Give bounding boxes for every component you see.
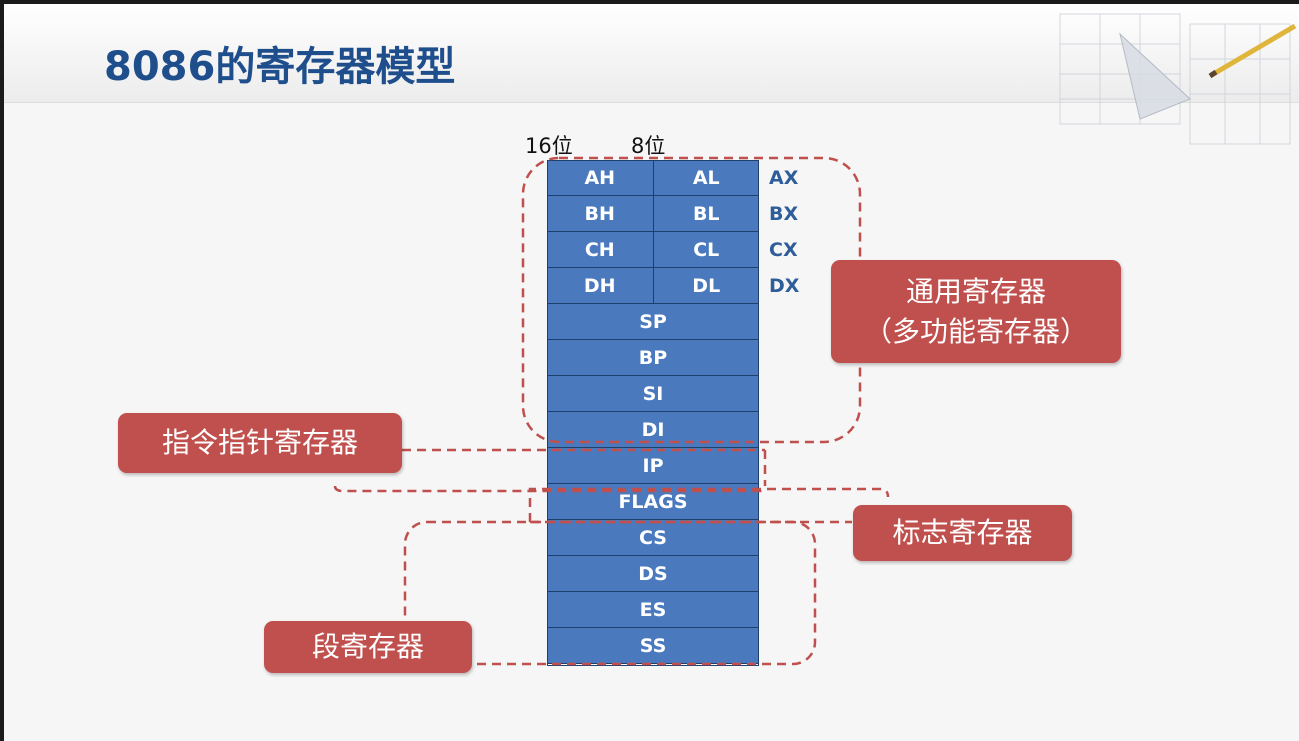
register-row-sp: SP	[547, 304, 759, 340]
callout-general-line1: 通用寄存器	[905, 274, 1046, 308]
register-di: DI	[547, 412, 759, 447]
register-si: SI	[547, 376, 759, 411]
slide-header-band	[4, 4, 1299, 103]
pair-label-ax: AX	[769, 167, 799, 189]
register-row-ip: IP	[547, 448, 759, 484]
register-cl: CL	[652, 232, 759, 267]
register-bl: BL	[652, 196, 759, 231]
callout-flags-register: 标志寄存器	[853, 505, 1072, 561]
register-row-cx: CH CL	[547, 232, 759, 268]
pair-label-dx: DX	[769, 275, 800, 297]
pair-label-bx: BX	[769, 203, 799, 225]
drafting-tools-decoration	[1059, 13, 1297, 145]
register-table: AH AL BH BL CH CL DH DL SP BP SI DI IP F…	[547, 160, 759, 664]
window-frame-top	[0, 0, 1299, 4]
register-bp: BP	[547, 340, 759, 375]
register-ss: SS	[547, 628, 759, 663]
register-row-bp: BP	[547, 340, 759, 376]
register-dh: DH	[547, 268, 653, 303]
register-row-si: SI	[547, 376, 759, 412]
page-title: 8086的寄存器模型	[104, 44, 456, 90]
register-es: ES	[547, 592, 759, 627]
label-8bit: 8位	[631, 134, 666, 158]
callout-general-line2: （多功能寄存器）	[863, 314, 1088, 348]
register-ip: IP	[547, 448, 759, 483]
pair-label-cx: CX	[769, 239, 798, 261]
register-ds: DS	[547, 556, 759, 591]
register-row-ax: AH AL	[547, 160, 759, 196]
register-bh: BH	[547, 196, 653, 231]
register-cs: CS	[547, 520, 759, 555]
register-al: AL	[652, 160, 759, 195]
label-16bit: 16位	[525, 134, 573, 158]
register-row-cs: CS	[547, 520, 759, 556]
register-ah: AH	[547, 160, 653, 195]
register-row-flags: FLAGS	[547, 484, 759, 520]
callout-segment-registers: 段寄存器	[264, 621, 472, 673]
register-row-ds: DS	[547, 556, 759, 592]
register-row-es: ES	[547, 592, 759, 628]
register-row-dx: DH DL	[547, 268, 759, 304]
register-row-di: DI	[547, 412, 759, 448]
register-dl: DL	[652, 268, 759, 303]
callout-general-registers: 通用寄存器 （多功能寄存器）	[831, 260, 1121, 363]
register-sp: SP	[547, 304, 759, 339]
register-row-bx: BH BL	[547, 196, 759, 232]
window-frame-left	[0, 0, 4, 741]
register-row-ss: SS	[547, 628, 759, 664]
register-ch: CH	[547, 232, 653, 267]
callout-instruction-pointer: 指令指针寄存器	[118, 413, 402, 473]
register-flags: FLAGS	[547, 484, 759, 519]
